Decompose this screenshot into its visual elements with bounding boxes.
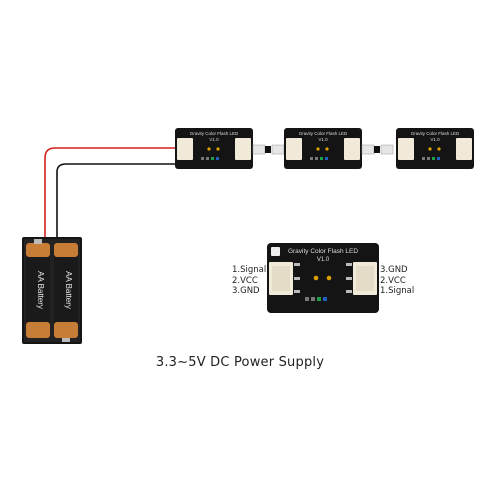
- cable-2-3: [361, 144, 394, 155]
- pin-right-2: 2.VCC: [380, 275, 406, 286]
- aa-battery-cell-1: [26, 239, 50, 338]
- aa-battery-cell-2: [54, 243, 78, 342]
- module-1-version: V1.0: [209, 137, 219, 142]
- black-wire: [56, 163, 178, 240]
- battery-label-1: AA Battery: [36, 271, 45, 309]
- pin-left-1: 1.Signal: [232, 265, 267, 275]
- module-detail-name: Gravity Color Flash LED: [288, 248, 358, 255]
- module-3-name: Gravity Color Flash LED: [411, 131, 460, 136]
- module-3-version: V1.0: [430, 137, 440, 142]
- module-detail-version: V1.0: [317, 257, 330, 263]
- pin-left-2: 2.VCC: [232, 275, 258, 286]
- module-1-name: Gravity Color Flash LED: [190, 131, 239, 136]
- module-2-version: V1.0: [318, 137, 328, 142]
- led-module-detail: Gravity Color Flash LED V1.0: [267, 243, 379, 313]
- led-module-3: Gravity Color Flash LED V1.0: [396, 128, 474, 169]
- pin-labels-right: 3.GND 2.VCC 1.Signal: [380, 265, 414, 297]
- led-module-2: Gravity Color Flash LED V1.0: [284, 128, 362, 169]
- battery-label-2: AA Battery: [64, 271, 73, 309]
- power-supply-caption: 3.3~5V DC Power Supply: [155, 355, 325, 370]
- pin-labels-left: 1.Signal 2.VCC 3.GND: [232, 265, 266, 297]
- pin-right-1: 3.GND: [380, 265, 408, 275]
- red-wire: [44, 147, 178, 240]
- battery-holder: AA Battery AA Battery: [22, 237, 82, 344]
- cable-1-2: [252, 144, 285, 155]
- led-module-1: Gravity Color Flash LED V1.0: [175, 128, 253, 169]
- pin-right-3: 1.Signal: [380, 286, 415, 296]
- pin-left-3: 3.GND: [232, 286, 260, 296]
- module-2-name: Gravity Color Flash LED: [299, 131, 348, 136]
